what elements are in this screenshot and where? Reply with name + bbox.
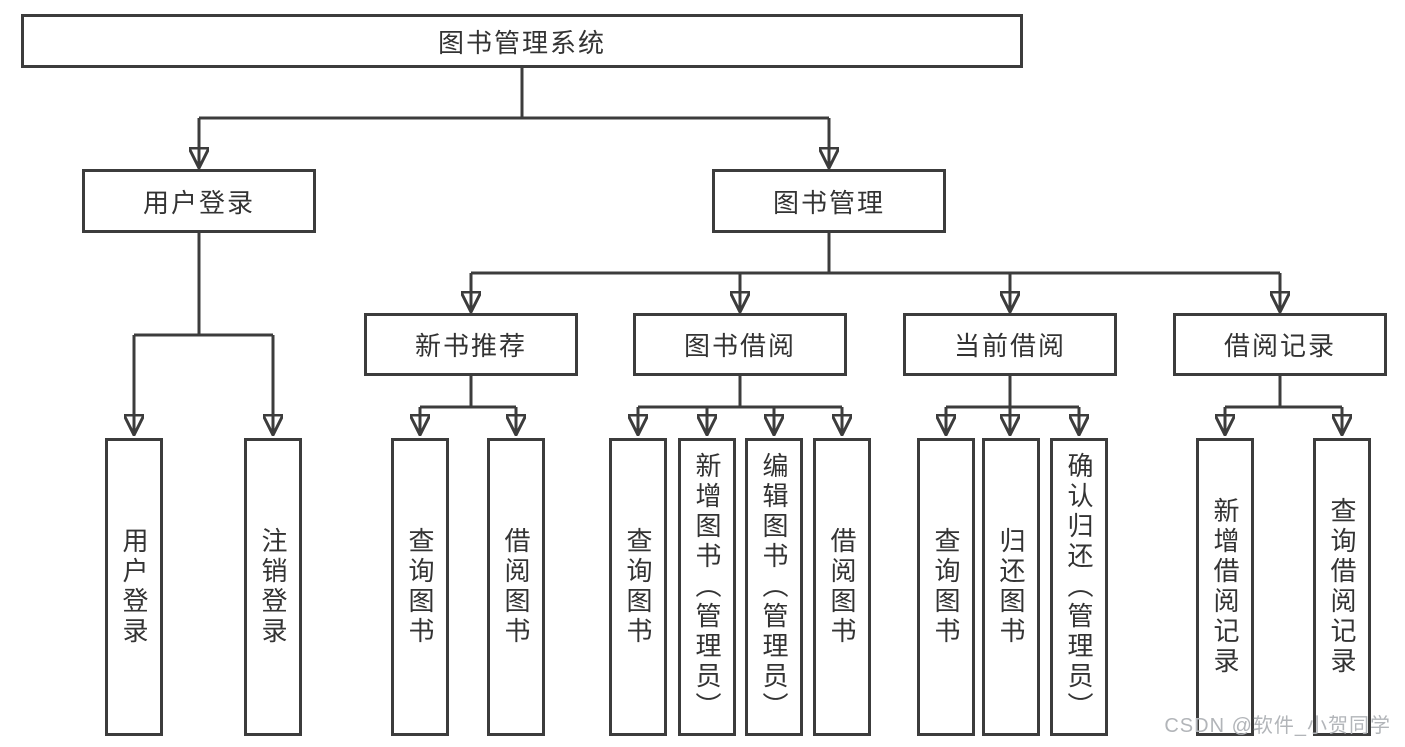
leaf-user-login: 用户登录 <box>105 438 163 736</box>
node-user-login: 用户登录 <box>82 169 316 233</box>
leaf-label: 新增借阅记录 <box>1210 497 1240 677</box>
leaf-label: 编辑图书（管理员） <box>759 452 789 722</box>
connector-current-borrow-branch <box>946 376 1079 409</box>
connector-root-branch <box>199 67 829 120</box>
leaf-borrow-books-2: 借阅图书 <box>813 438 871 736</box>
leaf-label: 借阅图书 <box>501 527 531 647</box>
leaf-label: 注销登录 <box>258 527 288 647</box>
leaf-add-books-admin: 新增图书（管理员） <box>678 438 736 736</box>
node-book-borrow: 图书借阅 <box>633 313 847 376</box>
leaf-edit-books-admin: 编辑图书（管理员） <box>745 438 803 736</box>
leaf-query-borrow-record: 查询借阅记录 <box>1313 438 1371 736</box>
leaf-query-books-2: 查询图书 <box>609 438 667 736</box>
connector-user-login-branch <box>134 233 273 337</box>
leaf-label: 查询图书 <box>931 527 961 647</box>
leaf-label: 新增图书（管理员） <box>692 452 722 722</box>
node-root: 图书管理系统 <box>21 14 1023 68</box>
node-new-book-recommend: 新书推荐 <box>364 313 578 376</box>
node-current-borrow: 当前借阅 <box>903 313 1117 376</box>
leaf-logout: 注销登录 <box>244 438 302 736</box>
csdn-watermark: CSDN @软件_小贺同学 <box>1164 715 1391 737</box>
leaf-query-books-3: 查询图书 <box>917 438 975 736</box>
leaf-borrow-books-1: 借阅图书 <box>487 438 545 736</box>
leaf-label: 用户登录 <box>119 527 149 647</box>
leaf-label: 确认归还（管理员） <box>1064 452 1094 722</box>
leaf-label: 归还图书 <box>996 527 1026 647</box>
connector-borrow-records-branch <box>1225 376 1342 409</box>
connector-new-book-branch <box>420 376 516 409</box>
node-book-mgmt: 图书管理 <box>712 169 946 233</box>
leaf-add-borrow-record: 新增借阅记录 <box>1196 438 1254 736</box>
leaf-label: 查询借阅记录 <box>1327 497 1357 677</box>
connector-book-mgmt-branch <box>471 233 1280 275</box>
leaf-label: 借阅图书 <box>827 527 857 647</box>
leaf-label: 查询图书 <box>405 527 435 647</box>
node-borrow-records: 借阅记录 <box>1173 313 1387 376</box>
leaf-query-books-1: 查询图书 <box>391 438 449 736</box>
leaf-confirm-return-admin: 确认归还（管理员） <box>1050 438 1108 736</box>
leaf-label: 查询图书 <box>623 527 653 647</box>
leaf-return-books: 归还图书 <box>982 438 1040 736</box>
connector-book-borrow-branch <box>638 376 842 409</box>
